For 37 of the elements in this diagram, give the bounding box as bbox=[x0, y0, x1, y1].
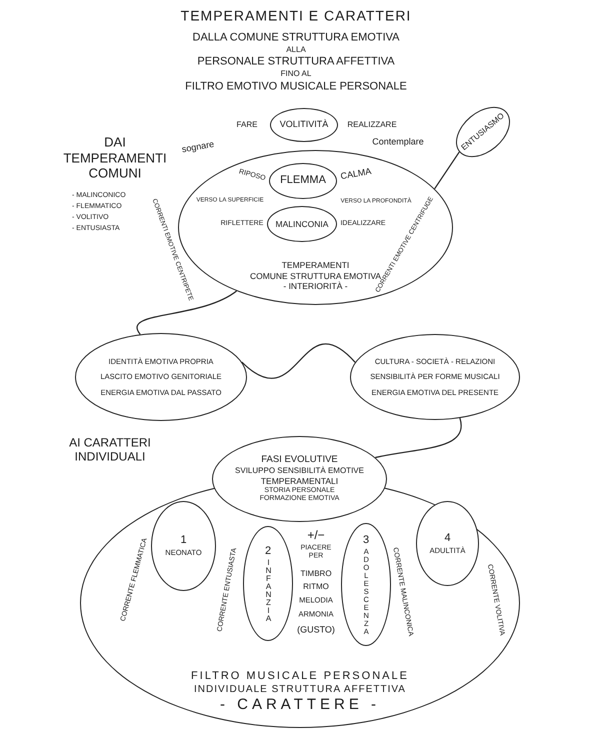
handwritten-label: RITMO bbox=[303, 582, 329, 592]
handwritten-label: PERSONALE STRUTTURA AFFETTIVA bbox=[197, 55, 395, 69]
node-label: FASI EVOLUTIVE bbox=[261, 454, 338, 466]
node-label: SVILUPPO SENSIBILITÀ EMOTIVE bbox=[235, 466, 364, 476]
connector-line bbox=[241, 344, 356, 378]
node-label: 3 bbox=[362, 534, 370, 548]
node-label: TEMPERAMENTALI bbox=[260, 476, 338, 486]
connector-line bbox=[375, 418, 462, 458]
handwritten-label: sognare bbox=[181, 138, 215, 156]
handwritten-label: (GUSTO) bbox=[297, 624, 335, 636]
handwritten-label: Contemplare bbox=[372, 136, 424, 148]
node-label: INFANZIA bbox=[264, 558, 272, 622]
node-label: FILTRO MUSICALE PERSONALE bbox=[191, 670, 409, 684]
node-label: - CARATTERE - bbox=[220, 696, 380, 715]
handwritten-label: FINO AL bbox=[280, 69, 312, 79]
handwritten-label: REALIZZARE bbox=[347, 120, 397, 130]
handwritten-label: TIMBRO bbox=[300, 569, 332, 579]
connector-line bbox=[136, 290, 237, 335]
handwritten-label: DAI TEMPERAMENTI COMUNI bbox=[62, 134, 168, 182]
node-label: - INTERIORITÀ - bbox=[283, 281, 348, 292]
node-label: VOLITIVITÀ bbox=[280, 119, 328, 131]
handwritten-label: +/− bbox=[307, 528, 325, 542]
handwritten-label: FARE bbox=[236, 120, 258, 130]
node-label: TEMPERAMENTI bbox=[282, 260, 350, 271]
node-label: FLEMMA bbox=[280, 174, 326, 188]
title: TEMPERAMENTI E CARATTERI bbox=[180, 8, 412, 24]
handwritten-label: FILTRO EMOTIVO MUSICALE PERSONALE bbox=[185, 80, 407, 94]
handwritten-label: ALLA bbox=[286, 45, 306, 55]
handwritten-label: DALLA COMUNE STRUTTURA EMOTIVA bbox=[192, 31, 400, 45]
node-label: INDIVIDUALE STRUTTURA AFFETTIVA bbox=[194, 684, 406, 696]
handwritten-label: AI CARATTERI INDIVIDUALI bbox=[68, 436, 152, 464]
node-label: 2 bbox=[264, 544, 272, 558]
node-label: MALINCONIA bbox=[276, 218, 328, 230]
node-label: 1 bbox=[180, 534, 187, 548]
handwritten-label: CALMA bbox=[340, 166, 372, 182]
node-label: 4 bbox=[444, 532, 451, 546]
connector-line bbox=[434, 152, 460, 190]
